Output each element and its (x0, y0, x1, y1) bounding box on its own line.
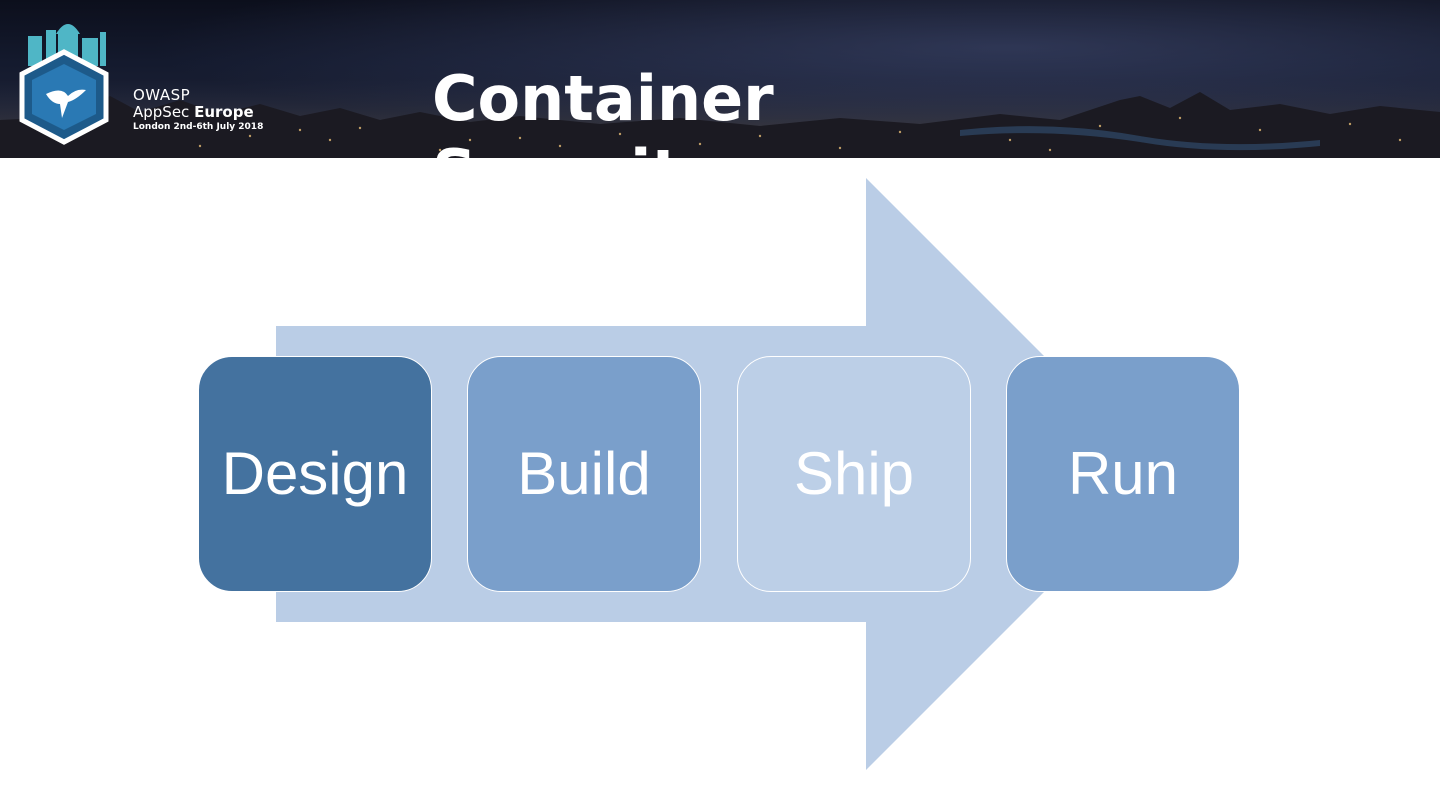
stage-build[interactable]: Build (467, 356, 701, 592)
logo-event: AppSec Europe (133, 103, 263, 121)
process-arrow (276, 178, 1162, 770)
lifecycle-diagram (276, 178, 1162, 770)
city-skyline-background (0, 80, 1440, 158)
stage-label: Ship (793, 440, 915, 507)
stage-ship[interactable]: Ship (737, 356, 971, 592)
header-banner: OWASP AppSec Europe London 2nd-6th July … (0, 0, 1440, 158)
stage-label: Run (1067, 440, 1179, 507)
stage-run[interactable]: Run (1006, 356, 1240, 592)
logo-text: OWASP AppSec Europe London 2nd-6th July … (133, 87, 263, 133)
slide-title: Container Security Lifecycle (432, 62, 774, 158)
logo-event-prefix: AppSec (133, 103, 190, 121)
owasp-appsec-logo[interactable]: OWASP AppSec Europe London 2nd-6th July … (16, 14, 266, 149)
logo-event-suffix: Europe (194, 103, 254, 121)
logo-org: OWASP (133, 86, 191, 104)
owasp-wasp-hexagon-icon (19, 24, 109, 145)
logo-date: London 2nd-6th July 2018 (133, 122, 264, 132)
stage-design[interactable]: Design (198, 356, 432, 592)
stage-label: Design (221, 440, 409, 507)
stage-label: Build (517, 440, 651, 507)
